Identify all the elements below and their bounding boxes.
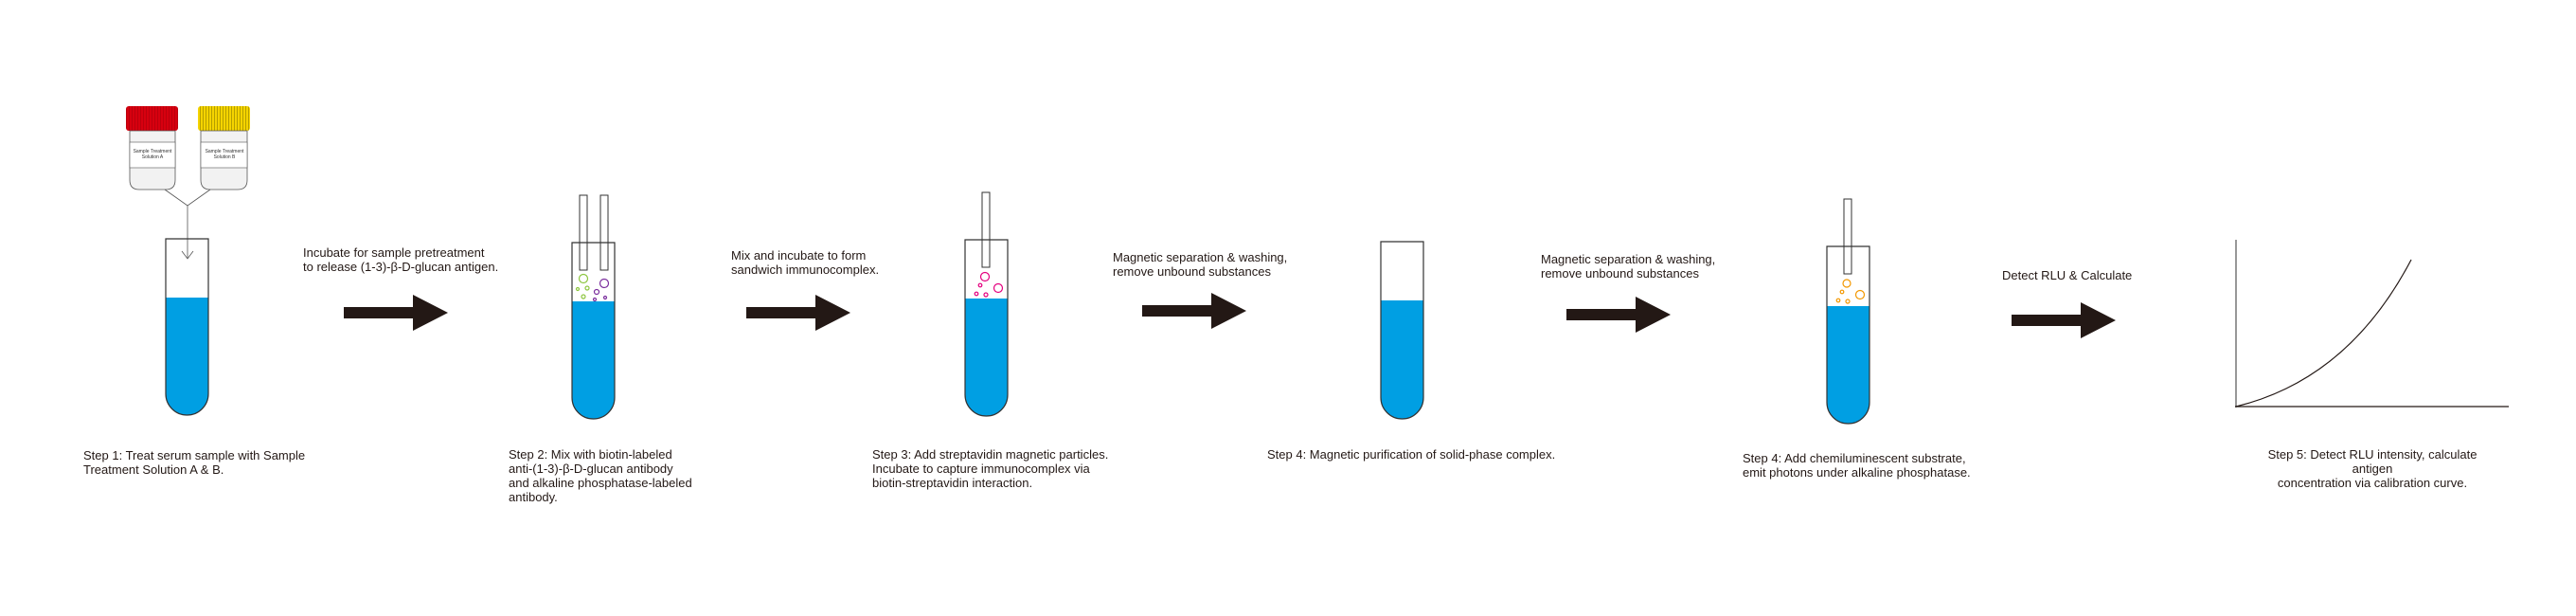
test-tube-4 (1380, 241, 1424, 420)
yellow-cap (198, 106, 250, 131)
tube-outline (571, 242, 616, 420)
test-tube-3 (964, 191, 1009, 417)
tube-outline (1380, 241, 1424, 420)
particle-substrate (1842, 279, 1852, 288)
transition-4-label: Magnetic separation & washing, remove un… (1541, 252, 1716, 281)
step-4b-caption: Step 4: Add chemiluminescent substrate, … (1743, 451, 1971, 480)
transition-3-label: Magnetic separation & washing, remove un… (1113, 250, 1288, 279)
magnetic-rod (599, 194, 609, 271)
tube-liquid (572, 301, 615, 420)
particle-magnetic-particle (983, 292, 989, 298)
tube-liquid (1827, 306, 1870, 424)
magnetic-rod (579, 194, 588, 271)
tube-liquid (965, 299, 1008, 417)
test-tube-2 (571, 194, 616, 420)
test-tube-1 (165, 238, 209, 416)
tube-outline (964, 239, 1009, 417)
particle-magnetic-particle (974, 291, 979, 297)
step-1-caption: Step 1: Treat serum sample with Sample T… (83, 448, 306, 477)
particle-ap-antibody (593, 288, 600, 296)
transition-1-label: Incubate for sample pretreatment to rele… (303, 245, 499, 274)
particle-biotin-antibody (584, 285, 590, 291)
step-4-caption: Step 4: Magnetic purification of solid-p… (1267, 447, 1556, 462)
magnetic-rod (1843, 198, 1852, 275)
step-3-caption: Step 3: Add streptavidin magnetic partic… (872, 447, 1109, 490)
transition-5-label: Detect RLU & Calculate (2002, 268, 2133, 282)
pour-arrowhead-icon (181, 250, 194, 260)
step-5-caption: Step 5: Detect RLU intensity, calculate … (2267, 447, 2478, 490)
pour-lines (164, 189, 211, 260)
right-arrow-icon (344, 295, 448, 331)
calibration-curve-line (2235, 259, 2412, 408)
particle-magnetic-particle (977, 282, 983, 288)
particle-ap-antibody (599, 278, 610, 289)
particle-substrate (1835, 298, 1841, 303)
particle-substrate (1845, 299, 1851, 304)
particle-substrate (1839, 289, 1845, 295)
particle-ap-antibody (592, 297, 598, 302)
particle-substrate (1854, 289, 1866, 300)
particle-magnetic-particle (979, 271, 991, 282)
transition-2-label: Mix and incubate to form sandwich immuno… (731, 248, 880, 277)
particle-biotin-antibody (581, 294, 586, 299)
particle-ap-antibody (602, 295, 608, 300)
calibration-curve-chart (2235, 240, 2509, 408)
magnetic-rod (981, 191, 991, 268)
particle-biotin-antibody (575, 286, 581, 292)
test-tube-5 (1826, 198, 1870, 425)
particle-biotin-antibody (578, 273, 589, 284)
tube-liquid (166, 298, 208, 415)
tube-liquid (1381, 300, 1423, 420)
right-arrow-icon (746, 295, 850, 331)
right-arrow-icon (1566, 297, 1671, 333)
tube-outline (1826, 245, 1870, 425)
tube-outline (165, 238, 209, 416)
right-arrow-icon (1142, 293, 1246, 329)
right-arrow-icon (2012, 302, 2116, 338)
step-2-caption: Step 2: Mix with biotin-labeled anti-(1-… (509, 447, 692, 504)
red-cap (126, 106, 178, 131)
particle-magnetic-particle (993, 282, 1004, 294)
